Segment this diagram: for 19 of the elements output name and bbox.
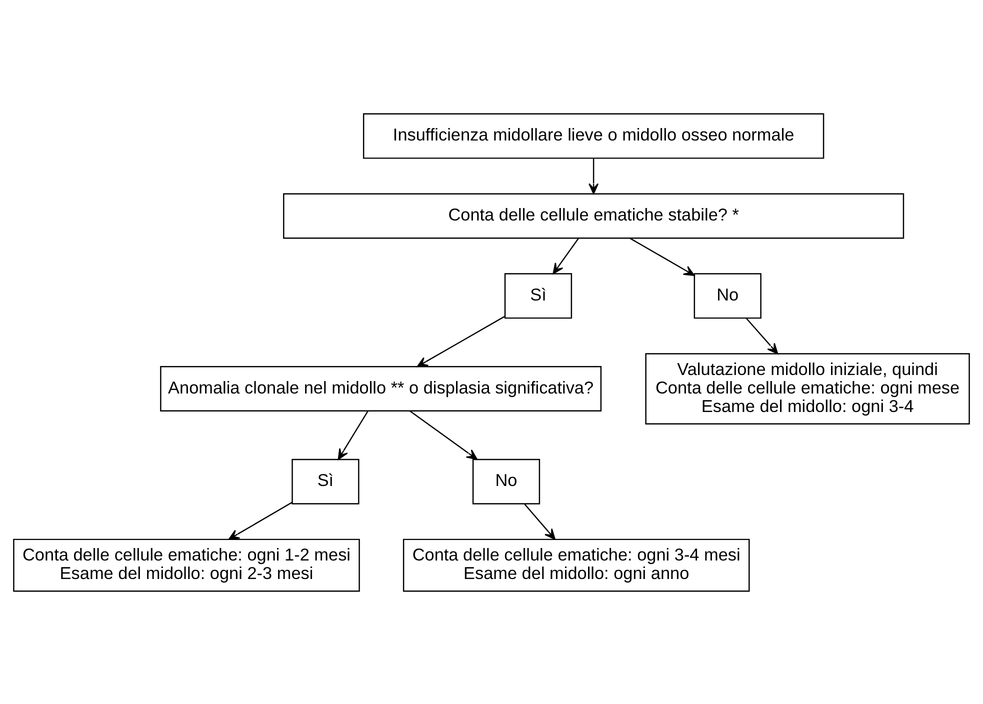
arrow	[588, 158, 599, 194]
node-box: Conta delle cellule ematiche: ogni 3-4 mesi Esame del midollo: ogni anno	[402, 538, 750, 592]
arrow	[746, 317, 778, 354]
arrow	[524, 503, 556, 540]
node-box: No	[694, 272, 762, 318]
arrow	[416, 315, 506, 367]
node-box: Insufficienza midollare lieve o midollo osseo normale	[362, 112, 824, 158]
node-box: Sì	[292, 458, 360, 504]
node-box: Conta delle cellule ematiche: ogni 1-2 mesi Esame del midollo: ogni 2-3 mesi	[13, 538, 360, 592]
arrow	[228, 501, 292, 540]
arrow	[410, 410, 478, 460]
arrow	[338, 410, 368, 460]
node-box: Sì	[504, 272, 572, 318]
node-box: Valutazione midollo iniziale, quindi Conta delle cellule ematiche: ogni mese Esame del midollo: ogni 3-4	[645, 352, 970, 424]
arrow	[552, 238, 579, 274]
arrow	[630, 237, 695, 276]
node-box: Conta delle cellule ematiche stabile? *	[283, 192, 904, 238]
node-box: No	[472, 458, 540, 504]
node-box: Anomalia clonale nel midollo ** o displasia significativa?	[160, 366, 602, 412]
